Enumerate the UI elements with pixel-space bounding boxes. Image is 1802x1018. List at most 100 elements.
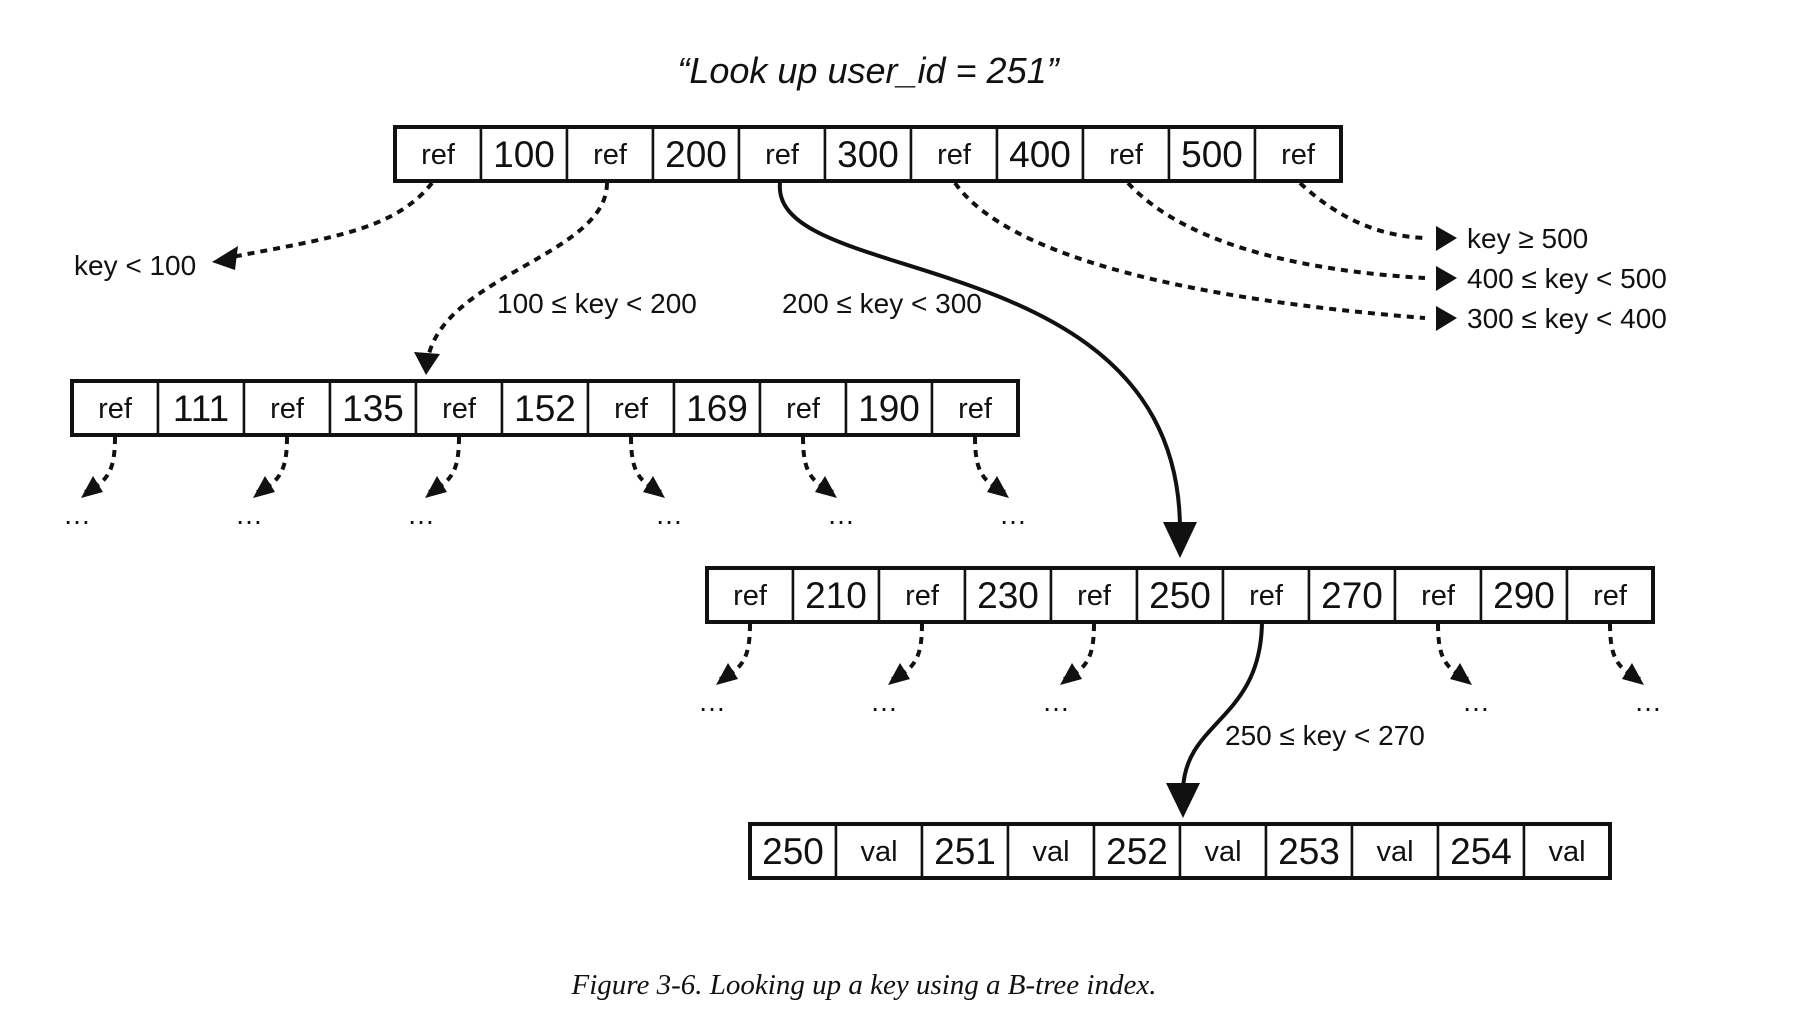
- key-cell-label: 254: [1450, 831, 1512, 872]
- value-cell-label: val: [1204, 836, 1241, 868]
- pointer-key-lt-100: [231, 181, 434, 259]
- ref-cell-label: ref: [786, 393, 821, 425]
- arrowhead-icon: [414, 352, 440, 375]
- key-cell-label: 190: [858, 388, 920, 429]
- ellipsis: …: [827, 499, 855, 530]
- ref-cell-label: ref: [1421, 580, 1456, 612]
- ellipsis: …: [1042, 686, 1070, 717]
- ref-cell-label: ref: [1077, 580, 1112, 612]
- key-cell-label: 300: [837, 134, 899, 175]
- ref-cell: [1393, 566, 1483, 624]
- btree-node-frame: [393, 125, 1343, 183]
- ref-cell-label: ref: [593, 139, 628, 171]
- key-cell-label: 210: [805, 575, 867, 616]
- value-cell: [834, 822, 924, 880]
- range-labels: key < 100 100 ≤ key < 200 200 ≤ key < 30…: [74, 223, 1667, 751]
- arrowhead-icon: [1060, 663, 1082, 685]
- ellipsis: …: [655, 499, 683, 530]
- ref-cell-label: ref: [905, 580, 940, 612]
- arrowhead-icon: [1163, 522, 1197, 558]
- ref-cell-label: ref: [1109, 139, 1144, 171]
- ref-cell-label: ref: [98, 393, 133, 425]
- ref-cell: [1221, 566, 1311, 624]
- pointer-key-ge-500: [1298, 181, 1426, 240]
- arrowhead-icon: [1166, 783, 1200, 818]
- ellipsis: …: [63, 499, 91, 530]
- figure-caption: Figure 3-6. Looking up a key using a B-t…: [571, 969, 1157, 1001]
- key-cell-label: 100: [493, 134, 555, 175]
- arrowhead-icon: [643, 476, 665, 498]
- ellipsis: …: [870, 686, 898, 717]
- ellipsis: …: [407, 499, 435, 530]
- root-pointers: [212, 181, 1457, 558]
- arrowhead-icon: [1436, 306, 1457, 331]
- label-300-400: 300 ≤ key < 400: [1467, 303, 1667, 334]
- key-cell-label: 251: [934, 831, 996, 872]
- key-cell-label: 250: [762, 831, 824, 872]
- key-cell-label: 290: [1493, 575, 1555, 616]
- btree-node-frame: [70, 379, 1020, 437]
- pointer-400-500: [1126, 181, 1426, 280]
- ellipsis: …: [1462, 686, 1490, 717]
- key-cell-label: 252: [1106, 831, 1168, 872]
- btree-node-frame: [705, 566, 1655, 624]
- key-cell-label: 111: [173, 388, 229, 429]
- ref-cell-label: ref: [1593, 580, 1628, 612]
- value-cell: [1006, 822, 1096, 880]
- btree-node-frame: [748, 822, 1612, 880]
- key-cell-label: 400: [1009, 134, 1071, 175]
- ellipsis: …: [999, 499, 1027, 530]
- arrowhead-icon: [212, 246, 238, 270]
- value-cell-label: val: [1548, 836, 1585, 868]
- arrowhead-icon: [1436, 266, 1457, 291]
- ellipsis: …: [1634, 686, 1662, 717]
- arrowhead-icon: [1450, 663, 1472, 685]
- ref-cell-label: ref: [733, 580, 768, 612]
- key-cell: [823, 125, 913, 183]
- ref-cell-label: ref: [614, 393, 649, 425]
- stubs-node-200-300: … … … … …: [698, 623, 1662, 717]
- ref-cell-label: ref: [1249, 580, 1284, 612]
- key-cell-label: 200: [665, 134, 727, 175]
- label-100-200: 100 ≤ key < 200: [497, 288, 697, 319]
- label-key-lt-100: key < 100: [74, 250, 196, 281]
- ellipsis: …: [698, 686, 726, 717]
- pointer-100-200: [426, 182, 609, 359]
- key-cell: [791, 566, 881, 624]
- arrowhead-icon: [425, 476, 447, 498]
- query-title: “Look up user_id = 251”: [677, 50, 1060, 91]
- ref-cell-label: ref: [270, 393, 305, 425]
- key-cell-label: 270: [1321, 575, 1383, 616]
- key-cell-label: 152: [514, 388, 576, 429]
- value-cell-label: val: [1032, 836, 1069, 868]
- ref-cell-label: ref: [958, 393, 993, 425]
- ellipsis: …: [235, 499, 263, 530]
- ref-cell-label: ref: [442, 393, 477, 425]
- pointer-200-300: [777, 182, 1182, 531]
- pointer-250-270: [1181, 619, 1264, 791]
- value-cell-label: val: [1376, 836, 1413, 868]
- arrowhead-icon: [1436, 226, 1457, 251]
- key-cell-label: 230: [977, 575, 1039, 616]
- arrowhead-icon: [888, 663, 910, 685]
- arrowhead-icon: [716, 663, 738, 685]
- key-cell: [1167, 125, 1257, 183]
- ref-cell-label: ref: [937, 139, 972, 171]
- arrowhead-icon: [815, 476, 837, 498]
- ref-cell-label: ref: [765, 139, 800, 171]
- label-400-500: 400 ≤ key < 500: [1467, 263, 1667, 294]
- arrowhead-icon: [1622, 663, 1644, 685]
- arrowhead-icon: [253, 476, 275, 498]
- key-cell-label: 135: [342, 388, 404, 429]
- value-cell-label: val: [860, 836, 897, 868]
- stubs-node-100-200: … … … … … …: [63, 436, 1027, 530]
- ref-cell-label: ref: [421, 139, 456, 171]
- arrowhead-icon: [987, 476, 1009, 498]
- label-200-300: 200 ≤ key < 300: [782, 288, 982, 319]
